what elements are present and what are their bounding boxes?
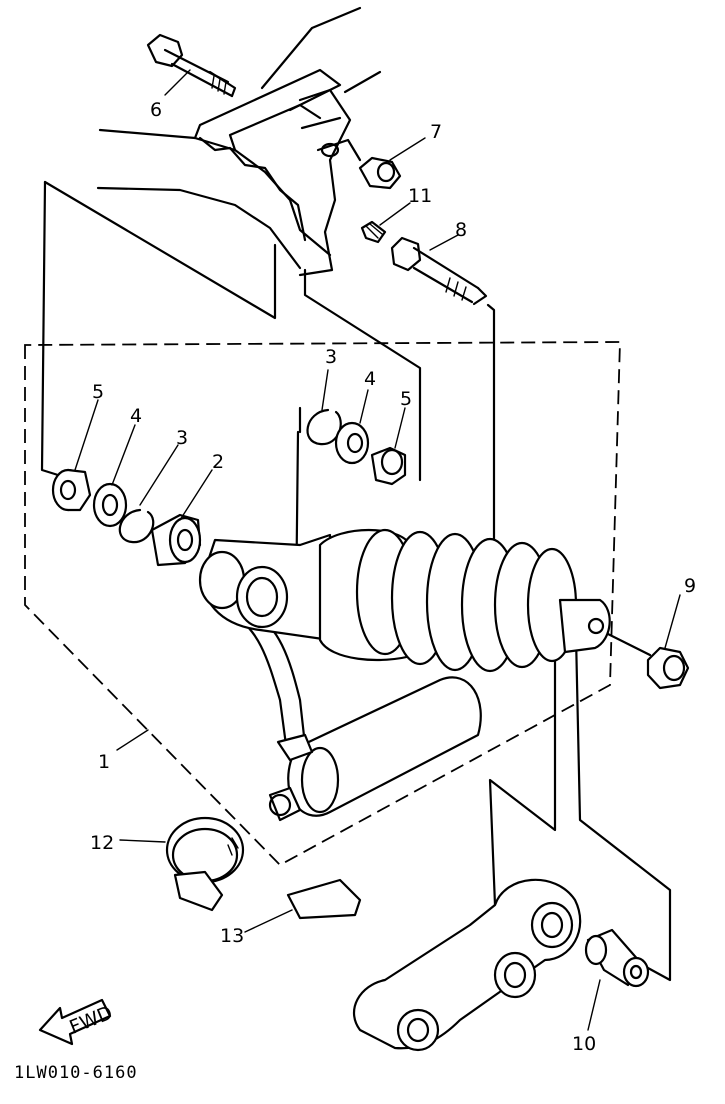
collar-9-icon (646, 646, 690, 690)
leader-lines (74, 69, 681, 1031)
callout-9: 9 (684, 575, 696, 597)
assembly-boundary (24, 341, 621, 867)
fwd-arrow-icon: FWD (38, 998, 116, 1046)
washer-4-left-icon (92, 482, 128, 528)
circlip-3-right-icon (306, 408, 342, 446)
callout-4-left: 4 (130, 405, 142, 427)
callout-10: 10 (572, 1033, 596, 1055)
bushing-10-icon (584, 928, 650, 988)
callout-7: 7 (430, 121, 442, 143)
bolt-6-icon (146, 33, 237, 98)
washer-4-right-icon (334, 421, 370, 465)
callout-6: 6 (150, 99, 162, 121)
callout-4-right: 4 (364, 368, 376, 390)
callout-3-right: 3 (325, 346, 337, 368)
relay-arm-icon (353, 878, 582, 1052)
fwd-label: FWD (66, 1002, 115, 1039)
callout-1: 1 (98, 751, 110, 773)
seal-5-right-icon (370, 446, 407, 486)
grease-nipple-11-icon (360, 220, 387, 244)
pad-13-icon (286, 878, 362, 920)
nut-7-icon (358, 156, 402, 190)
drawing-number: 1LW010-6160 (14, 1063, 138, 1083)
callout-12: 12 (90, 832, 114, 854)
hose-clamp-12-icon (165, 816, 245, 912)
callout-8: 8 (455, 219, 467, 241)
frame-bracket-icon (96, 6, 382, 277)
callout-13: 13 (220, 925, 244, 947)
circlip-3-left-icon (118, 508, 155, 544)
bearing-2-icon (150, 513, 202, 567)
callout-3-left: 3 (176, 427, 188, 449)
seal-5-left-icon (51, 468, 92, 512)
callout-5-left: 5 (92, 381, 104, 403)
rear-shock-absorber-icon (198, 528, 611, 822)
callout-2: 2 (212, 451, 224, 473)
callout-5-right: 5 (400, 388, 412, 410)
callout-11: 11 (408, 185, 432, 207)
bolt-8-icon (390, 236, 488, 306)
